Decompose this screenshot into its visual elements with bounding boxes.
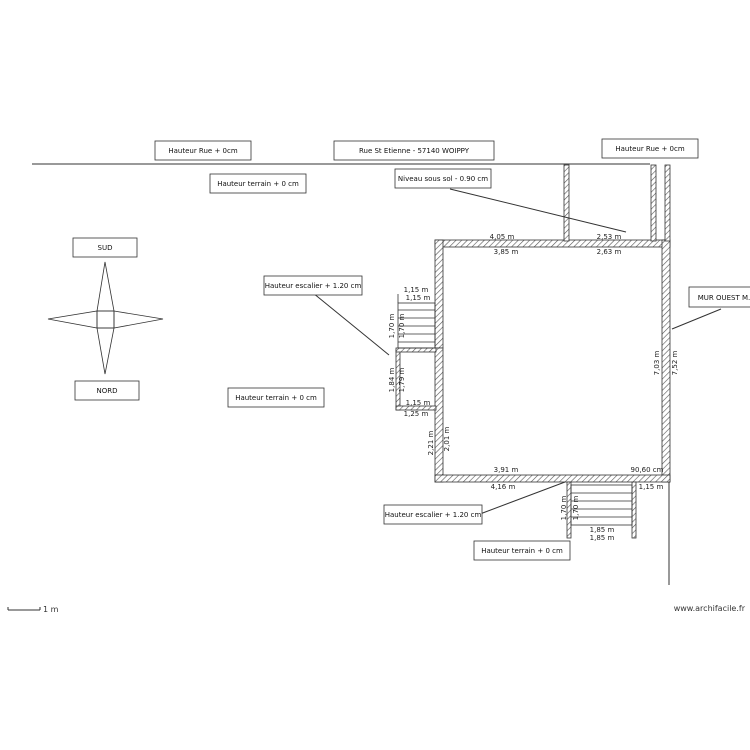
dim-bottom-inner: 3,91 m	[494, 466, 519, 474]
basement-level-label: Niveau sous sol - 0.90 cm	[398, 175, 488, 183]
box-wall-west	[688, 286, 750, 308]
dim-stair-bottom-v1: 1,70 m	[560, 496, 568, 521]
dim-stair-top-v2: 1,70 m	[398, 314, 406, 339]
box-stair-height-top	[263, 275, 363, 296]
walls	[395, 164, 671, 539]
box-terrain-middle	[227, 387, 325, 408]
box-south	[72, 237, 138, 258]
north-label: NORD	[97, 387, 118, 395]
wall-stub-top-right-b	[664, 164, 671, 242]
wall-stair-bottom-right	[631, 481, 637, 539]
stair-bottom	[570, 484, 633, 526]
wall-left-lower	[434, 347, 444, 483]
scale-label: 1 m	[43, 605, 59, 614]
dim-stair-top-outer: 1,15 m	[404, 286, 429, 294]
compass-icon	[47, 261, 164, 375]
dim-stair-bottom-b1: 1,85 m	[590, 526, 615, 534]
dim-lower-left-v2: 1,79 m	[398, 368, 406, 393]
watermark-text: www.archifacile.fr	[674, 604, 746, 613]
dim-bottom-right-ext: 1,15 m	[639, 483, 664, 491]
wall-top	[434, 239, 671, 248]
terrain-bottom-label: Hauteur terrain + 0 cm	[481, 547, 563, 555]
dim-bottom-outer: 4,16 m	[491, 483, 516, 491]
dim-stair-top-inner: 1,15 m	[406, 294, 431, 302]
label-boxes	[72, 138, 750, 561]
dim-bottom-right-small: 90,60 cm	[631, 466, 664, 474]
stair-top	[397, 294, 436, 349]
leader-lines	[312, 188, 722, 515]
box-street-name	[333, 140, 495, 161]
dim-top-inner-left: 3,85 m	[494, 248, 519, 256]
stair-height-bottom-label: Hauteur escalier + 1.20 cm	[385, 511, 482, 519]
wall-annex-top	[395, 347, 437, 353]
dim-stair-bottom-v2: 1,70 m	[572, 496, 580, 521]
box-street-height-left	[154, 140, 252, 161]
wall-right	[661, 239, 671, 483]
dim-right-v1: 7,03 m	[653, 351, 661, 376]
dim-lower-left-b2: 1,25 m	[404, 410, 429, 418]
street-height-left-label: Hauteur Rue + 0cm	[168, 147, 237, 155]
wall-annex-bottom	[395, 405, 437, 411]
box-north	[74, 380, 140, 401]
dim-stair-bottom-b2: 1,85 m	[590, 534, 615, 542]
dim-lower-left-b1: 1,15 m	[406, 399, 431, 407]
dim-right-v2: 7,52 m	[671, 351, 679, 376]
box-street-height-right	[601, 138, 699, 159]
dim-stair-top-v1: 1,70 m	[388, 314, 396, 339]
terrain-top-label: Hauteur terrain + 0 cm	[217, 180, 299, 188]
dim-left-v1: 2,21 m	[427, 431, 435, 456]
dimension-texts: 4,05 m 3,85 m 2,53 m 2,63 m 1,15 m 1,15 …	[388, 233, 679, 542]
dim-top-outer-right: 2,53 m	[597, 233, 622, 241]
box-basement-level	[394, 168, 492, 189]
label-texts: Hauteur Rue + 0cm Rue St Etienne - 57140…	[97, 145, 750, 555]
wall-bottom	[434, 474, 671, 483]
dim-top-outer-left: 4,05 m	[490, 233, 515, 241]
wall-west-label: MUR OUEST M.	[698, 294, 750, 302]
box-terrain-top	[209, 173, 307, 194]
south-label: SUD	[98, 244, 113, 252]
street-height-right-label: Hauteur Rue + 0cm	[615, 145, 684, 153]
box-stair-height-bottom	[383, 504, 483, 525]
box-terrain-bottom	[473, 540, 571, 561]
dim-top-inner-right: 2,63 m	[597, 248, 622, 256]
dim-lower-left-v1: 1,84 m	[388, 368, 396, 393]
stair-height-top-label: Hauteur escalier + 1.20 cm	[265, 282, 362, 290]
street-name-label: Rue St Etienne - 57140 WOIPPY	[359, 147, 470, 155]
dim-left-v2: 2,01 m	[443, 427, 451, 452]
wall-left-upper	[434, 239, 444, 349]
scale-bar: 1 m	[7, 605, 59, 614]
terrain-middle-label: Hauteur terrain + 0 cm	[235, 394, 317, 402]
wall-stub-top-middle	[563, 164, 570, 242]
wall-stub-top-right-a	[650, 164, 657, 242]
